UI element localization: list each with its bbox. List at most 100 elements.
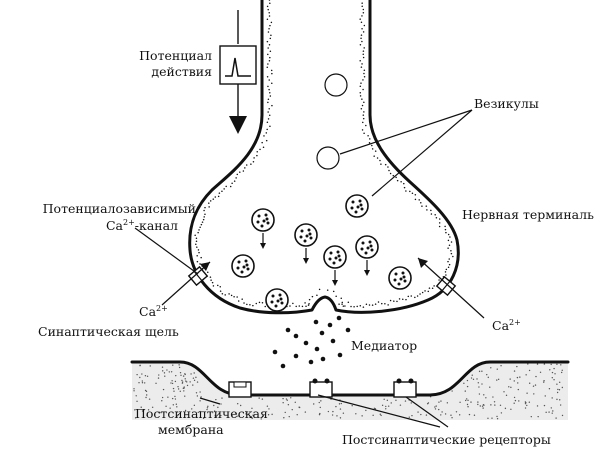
ca-channel-label-1: Потенциалозависимый	[43, 201, 196, 216]
tissue-dot	[155, 382, 157, 385]
stipple-dot	[359, 43, 362, 46]
tissue-dot	[516, 376, 519, 379]
tissue-dot	[214, 414, 216, 417]
tissue-dot	[387, 405, 390, 407]
tissue-dot	[466, 385, 469, 388]
tissue-dot	[544, 395, 546, 397]
tissue-dot	[559, 399, 561, 401]
stipple-dot	[266, 66, 269, 68]
tissue-dot	[380, 414, 382, 417]
tissue-dot	[193, 379, 196, 382]
stipple-dot	[361, 2, 363, 4]
tissue-dot	[526, 392, 528, 394]
tissue-dot	[383, 398, 385, 400]
stipple-dot	[233, 180, 236, 182]
tissue-dot	[141, 380, 144, 382]
tissue-dot	[467, 399, 469, 402]
tissue-dot	[171, 382, 174, 385]
tissue-dot	[494, 404, 496, 406]
tissue-dot	[482, 403, 485, 406]
stipple-dot	[264, 305, 266, 308]
tissue-dot	[528, 369, 531, 372]
tissue-dot	[390, 402, 392, 404]
tissue-dot	[145, 394, 148, 396]
stipple-dot	[361, 98, 363, 100]
stipple-dot	[268, 88, 270, 91]
stipple-dot	[266, 40, 269, 43]
stipple-dot	[371, 144, 373, 147]
stipple-dot	[438, 218, 441, 220]
tissue-dot	[151, 406, 154, 409]
stipple-dot	[298, 305, 301, 307]
tissue-dot	[171, 380, 173, 382]
stipple-dot	[433, 285, 435, 287]
stipple-dot	[271, 104, 273, 107]
tissue-dot	[385, 405, 387, 408]
stipple-dot	[269, 2, 271, 4]
tissue-dot	[296, 414, 298, 416]
tissue-dot	[134, 417, 137, 419]
tissue-dot	[553, 379, 555, 381]
stipple-dot	[259, 148, 261, 151]
tissue-dot	[202, 417, 205, 420]
tissue-dot	[500, 365, 502, 367]
tissue-dot	[167, 396, 169, 398]
vesicles-group	[231, 194, 412, 312]
tissue-dot	[451, 417, 453, 419]
stipple-dot	[447, 247, 449, 249]
stipple-dot	[196, 246, 198, 248]
stipple-dot	[301, 305, 304, 308]
stipple-dot	[229, 185, 232, 188]
tissue-dot	[504, 407, 507, 410]
vesicle-filled	[294, 223, 318, 264]
tissue-dot	[477, 401, 479, 403]
stipple-dot	[363, 24, 366, 27]
tissue-dot	[290, 397, 292, 399]
stipple-dot	[438, 279, 440, 281]
stipple-dot	[267, 98, 270, 100]
stipple-dot	[388, 169, 390, 172]
tissue-dot	[463, 382, 465, 385]
mediator-dot	[345, 327, 351, 333]
tissue-dot	[556, 398, 558, 401]
stipple-dot	[341, 301, 344, 304]
vesicle-filled	[388, 266, 412, 290]
tissue-dot	[545, 411, 547, 414]
tissue-dot	[136, 373, 138, 376]
stipple-dot	[332, 290, 335, 293]
tissue-dot	[231, 415, 233, 417]
mediator-dot	[272, 349, 278, 355]
stipple-dot	[427, 290, 430, 293]
tissue-dot	[560, 364, 562, 366]
tissue-dot	[527, 363, 529, 365]
stipple-dot	[199, 226, 201, 228]
stipple-dot	[268, 79, 270, 81]
stipple-dot	[353, 306, 355, 308]
tissue-dot	[261, 398, 264, 400]
action-potential-label-2: действия	[151, 64, 212, 79]
tissue-dot	[176, 406, 178, 408]
stipple-dot	[365, 124, 367, 127]
tissue-dot	[182, 375, 185, 377]
stipple-dot	[428, 287, 431, 289]
stipple-dot	[267, 101, 269, 104]
stipple-dot	[236, 173, 239, 176]
ca-channel-right	[435, 275, 457, 297]
stipple-dot	[384, 302, 386, 305]
tissue-dot	[190, 373, 192, 375]
tissue-dot	[162, 370, 164, 372]
tissue-dot	[196, 381, 199, 383]
tissue-dot	[319, 412, 321, 415]
tissue-dot	[162, 388, 165, 391]
tissue-dot	[262, 415, 264, 417]
stipple-dot	[219, 290, 222, 292]
tissue-dot	[417, 411, 419, 413]
stipple-dot	[203, 209, 205, 212]
stipple-dot	[236, 296, 238, 298]
tissue-dot	[258, 397, 260, 399]
tissue-dot	[320, 400, 322, 402]
tissue-dot	[183, 386, 185, 388]
stipple-dot	[421, 205, 423, 207]
vesicle-filled	[231, 254, 255, 278]
stipple-dot	[363, 111, 365, 113]
